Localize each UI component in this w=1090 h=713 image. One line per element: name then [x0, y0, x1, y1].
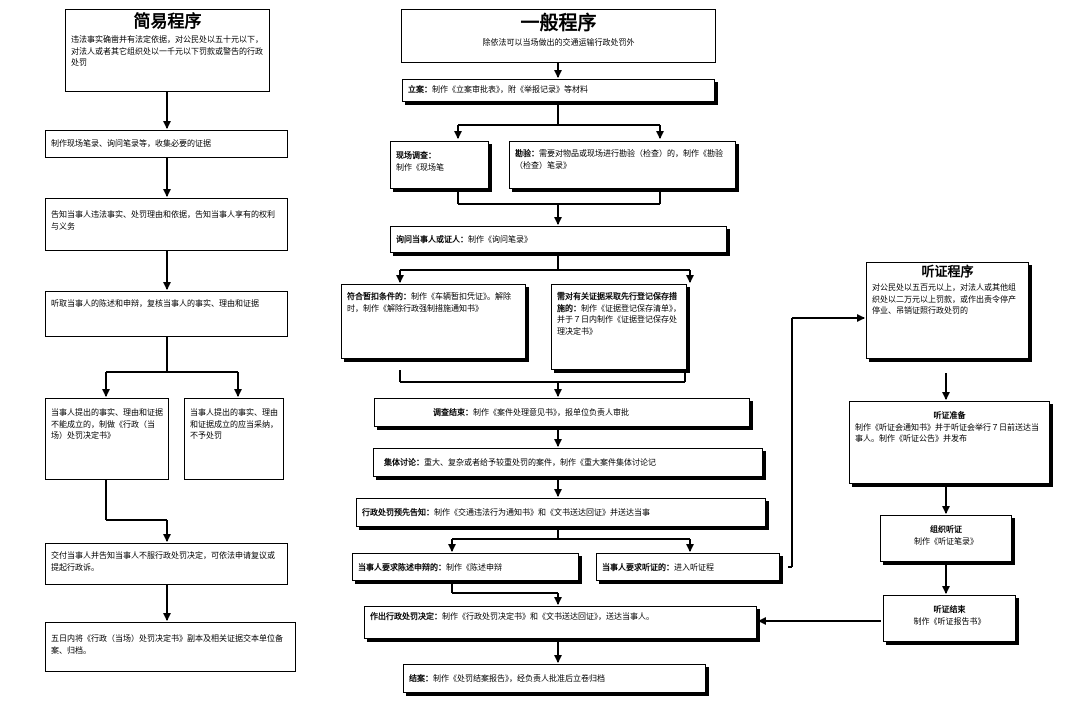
investigation-end-label: 调查结束： [433, 408, 473, 417]
case-filing-label: 立案： [408, 85, 432, 94]
simple-branch-no-penalty: 当事人提出的事实、理由和证据成立的应当采纳，不予处罚 [184, 398, 284, 480]
statement-label: 当事人要求陈述申辩的： [358, 563, 446, 572]
hearing-prep-text: 制作《听证会通知书》并于听证会举行７日前送达当事人。制作《听证公告》并发布 [855, 422, 1039, 444]
decision-text: 制作《行政处罚决定书》和《文书送达回证》，送达当事人。 [442, 612, 654, 621]
case-filing-text: 制作《立案审批表》，附《举报记录》等材料 [432, 85, 588, 94]
inspection-text: 需要对物品或现场进行勘验（检查）的，制作《勘验（检查）笔录》 [515, 149, 723, 170]
general-procedure-subtitle: 除依法可以当场做出的交通运输行政处罚外 [482, 37, 635, 47]
simple-step-notify: 告知当事人违法事实、处罚理由和依据，告知当事人享有的权利与义务 [45, 198, 288, 251]
hearing-step-organize: 组织听证制作《听证笔录》 [880, 515, 1012, 562]
general-step-statement: 当事人要求陈述申辩的：制作《陈述申辩 [352, 553, 579, 581]
inquiry-text: 制作《询问笔录》 [468, 235, 532, 244]
detention-text: 制作《车辆暂扣凭证》。解除时，制作《解除行政强制措施通知书》 [347, 292, 511, 313]
general-step-decision: 作出行政处罚决定：制作《行政处罚决定书》和《文书送达回证》，送达当事人。 [364, 606, 757, 639]
decision-label: 作出行政处罚决定： [370, 612, 442, 621]
general-step-inquiry: 询问当事人或证人：制作《询问笔录》 [390, 226, 727, 253]
simple-step-archive: 五日内将《行政（当场）处罚决定书》副本及相关证据交本单位备案、归档。 [45, 622, 296, 672]
hearing-procedure-header: 听证程序 对公民处以五百元以上，对法人或其他组织处以二万元以上罚款，或作出责令停… [866, 262, 1029, 359]
evidence-text: 制作《证据登记保存清单》，并于７日内制作《证据登记保存处理决定书》 [557, 303, 681, 336]
site-investigation-label: 现场调查： [396, 151, 436, 160]
hearing-procedure-desc: 对公民处以五百元以上，对法人或其他组织处以二万元以上罚款，或作出责令停产停业、吊… [872, 283, 1016, 316]
site-investigation-text: 制作《现场笔 [396, 162, 444, 172]
inspection-label: 勘验： [515, 149, 539, 158]
general-step-hearing-request: 当事人要求听证的：进入听证程 [596, 553, 780, 581]
statement-text: 制作《陈述申辩 [446, 563, 502, 572]
general-step-advance-notice: 行政处罚预先告知：制作《交通违法行为通知书》和《文书送达回证》并送达当事 [356, 498, 766, 527]
simple-procedure-header: 简易程序 违法事实确凿并有法定依据，对公民处以五十元以下，对法人或者其它组织处以… [65, 9, 270, 92]
simple-procedure-desc: 违法事实确凿并有法定依据，对公民处以五十元以下，对法人或者其它组织处以一千元以下… [71, 35, 263, 68]
simple-procedure-title: 简易程序 [133, 12, 202, 32]
general-procedure-header: 一般程序 除依法可以当场做出的交通运输行政处罚外 [401, 9, 716, 63]
general-step-investigation-end: 调查结束：制作《案件处理意见书》，报单位负责人审批 [374, 398, 750, 427]
collective-text: 重大、复杂或者给予较重处罚的案件，制作《重大案件集体讨论记 [424, 458, 656, 467]
general-step-closing: 结案：制作《处罚结案报告》，经负责人批准后立卷归档 [403, 664, 706, 693]
notice-text: 制作《交通违法行为通知书》和《文书送达回证》并送达当事 [434, 508, 650, 517]
general-step-case-filing: 立案：制作《立案审批表》，附《举报记录》等材料 [402, 79, 715, 102]
evidence-label: 需对有关证据采取先行登记保存措施的： [557, 292, 677, 313]
general-step-evidence-preservation: 需对有关证据采取先行登记保存措施的：制作《证据登记保存清单》，并于７日内制作《证… [551, 284, 687, 370]
hearing-request-text: 进入听证程 [674, 563, 714, 572]
closing-label: 结案： [409, 674, 433, 683]
hearing-step-end: 听证结束制作《听证报告书》 [883, 595, 1016, 642]
hearing-procedure-title: 听证程序 [921, 265, 974, 280]
hearing-prep-label: 听证准备 [933, 411, 966, 420]
general-step-collective-discussion: 集体讨论：重大、复杂或者给予较重处罚的案件，制作《重大案件集体讨论记 [373, 448, 763, 477]
hearing-step-prep: 听证准备制作《听证会通知书》并于听证会举行７日前送达当事人。制作《听证公告》并发… [849, 401, 1050, 484]
closing-text: 制作《处罚结案报告》，经负责人批准后立卷归档 [433, 674, 605, 683]
general-step-site-investigation: 现场调查： 制作《现场笔 [390, 141, 489, 189]
general-step-inspection: 勘验：需要对物品或现场进行勘验（检查）的，制作《勘验（检查）笔录》 [509, 141, 736, 189]
simple-step-deliver: 交付当事人并告知当事人不服行政处罚决定，可依法申请复议或提起行政诉。 [45, 543, 288, 585]
hearing-end-text: 制作《听证报告书》 [913, 616, 986, 626]
investigation-end-text: 制作《案件处理意见书》，报单位负责人审批 [473, 408, 629, 417]
simple-step-listen: 听取当事人的陈述和申辩，复核当事人的事实、理由和证据 [45, 291, 288, 337]
inquiry-label: 询问当事人或证人： [396, 235, 468, 244]
hearing-organize-text: 制作《听证笔录》 [914, 536, 978, 546]
general-step-detention: 符合暂扣条件的：制作《车辆暂扣凭证》。解除时，制作《解除行政强制措施通知书》 [341, 284, 526, 359]
simple-step-evidence: 制作现场笔录、询问笔录等，收集必要的证据 [45, 130, 288, 158]
collective-label: 集体讨论： [384, 458, 424, 467]
general-procedure-title: 一般程序 [520, 12, 597, 34]
detention-label: 符合暂扣条件的： [347, 292, 411, 301]
hearing-end-label: 听证结束 [933, 605, 966, 614]
hearing-organize-label: 组织听证 [930, 525, 962, 534]
simple-branch-penalty: 当事人提出的事实、理由和证据不能成立的，制做《行政（当场）处罚决定书》 [45, 398, 169, 480]
hearing-request-label: 当事人要求听证的： [602, 563, 674, 572]
notice-label: 行政处罚预先告知： [362, 508, 434, 517]
